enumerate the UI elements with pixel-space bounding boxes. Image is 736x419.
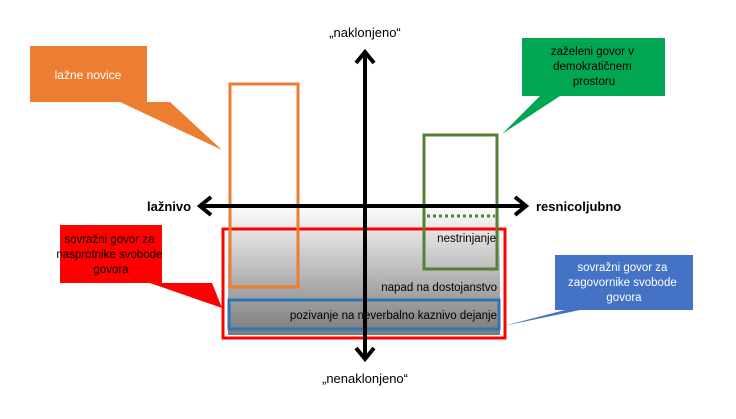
desired-speech-region-green — [422, 133, 499, 271]
callout-hate-advocates-line-1: sovražni govor za — [577, 262, 668, 274]
callout-desired-speech-line-1: zaželeni govor v — [551, 46, 634, 58]
callout-hate-advocates-line-3: govora — [606, 292, 642, 304]
axis-label-bottom: „nenaklonjeno“ — [322, 371, 408, 386]
callout-hate-advocates: sovražni govor za zagovornike svobode go… — [503, 255, 693, 326]
region-label-disagreement: nestrinjanje — [437, 233, 496, 245]
callout-hate-opponents-text: sovražni govor za nasprotnike svobode go… — [56, 234, 165, 276]
vertical-axis — [354, 48, 376, 363]
callout-hate-advocates-text: sovražni govor za zagovornike svobode go… — [568, 262, 680, 304]
callout-desired-speech-line-3: prostoru — [573, 76, 615, 88]
callout-hate-opponents: sovražni govor za nasprotnike svobode go… — [56, 225, 222, 308]
callout-fake-news-text: lažne novice — [55, 68, 122, 82]
callout-hate-opponents-line-2: nasprotnike svobode — [56, 249, 162, 261]
callout-fake-news: lažne novice — [30, 46, 222, 150]
axis-label-top: „naklonjeno“ — [329, 25, 401, 40]
axis-label-left: lažnivo — [147, 199, 191, 214]
callout-hate-opponents-line-1: sovražni govor za — [64, 234, 155, 246]
fake-news-region-orange — [228, 82, 300, 289]
region-label-incitement: pozivanje na neverbalno kaznivo dejanje — [290, 310, 497, 322]
callout-desired-speech: zaželeni govor v demokratičnem prostoru — [502, 38, 665, 134]
callout-desired-speech-line-2: demokratičnem — [553, 61, 632, 73]
callout-desired-speech-text: zaželeni govor v demokratičnem prostoru — [551, 46, 637, 88]
region-label-dignity-attack: napad na dostojanstvo — [381, 282, 497, 294]
callout-hate-opponents-line-3: govora — [93, 264, 129, 276]
callout-hate-advocates-line-2: zagovornike svobode — [568, 277, 677, 289]
axis-label-right: resnicoljubno — [536, 199, 621, 214]
